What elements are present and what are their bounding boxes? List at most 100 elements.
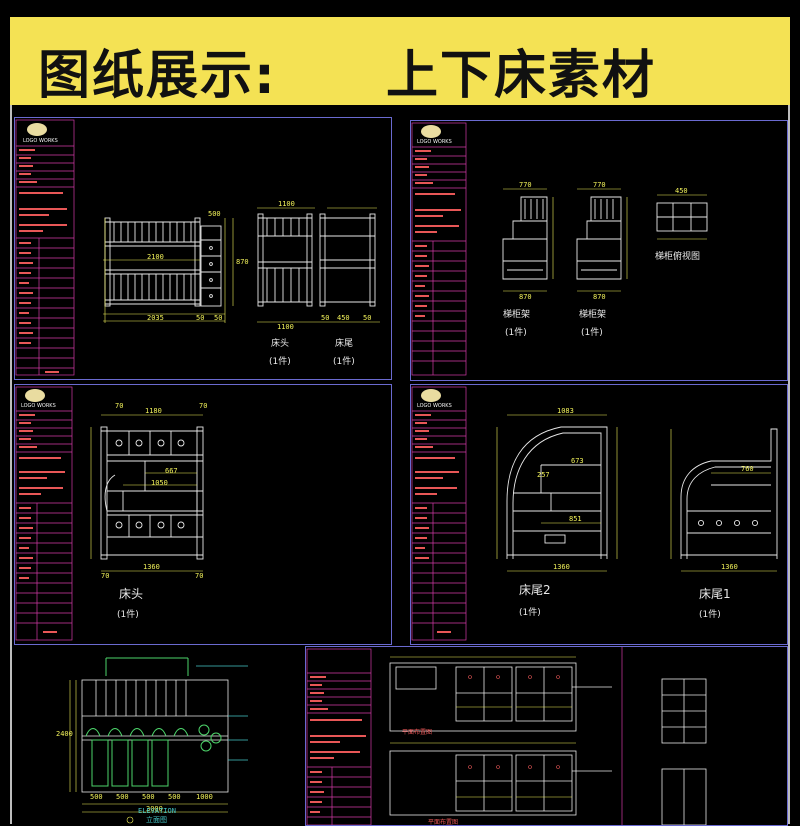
left-border-line [10, 105, 12, 824]
tail-view-qty: (1件) [333, 357, 355, 367]
panel1-drawing [15, 119, 380, 376]
bed-tail-1-elevation [680, 428, 778, 559]
dim-label: 257 [537, 471, 550, 479]
title-block [15, 386, 73, 641]
title-block-text [310, 676, 366, 813]
banner-left-text: 图纸展示: [38, 46, 277, 106]
elevation-label-cn: 立面图 [146, 816, 167, 824]
tail1-title: 床尾1 [699, 587, 731, 601]
dim-label: 70 [199, 402, 208, 410]
dimension-lines-6 [390, 656, 576, 798]
dim-label: 2035 [147, 314, 164, 322]
dim-label: 1360 [553, 563, 570, 571]
panel2-drawing [411, 122, 708, 376]
logo-icon [27, 123, 47, 136]
tail1-qty: (1件) [699, 610, 721, 620]
wall-elevation [81, 679, 229, 793]
view-qty: (1件) [505, 328, 527, 338]
logo-text: LOGO WORKS [21, 403, 56, 409]
dim-label: 50 [196, 314, 205, 322]
logo-text: LOGO WORKS [417, 139, 452, 145]
logo-text: LOGO WORKS [417, 403, 452, 409]
bed-tail-2-elevation [506, 426, 608, 559]
drawing-panel-bed-head: LOGO WORKS 70 1180 70 667 1050 1360 70 7… [14, 384, 392, 645]
dim-label: 2100 [147, 253, 164, 261]
logo-text: LOGO WORKS [23, 138, 58, 144]
dim-label: 1050 [151, 479, 168, 487]
title-block [15, 119, 75, 376]
dim-label: 1360 [143, 563, 160, 571]
drawing-panel-bed-tail: LOGO WORKS 1083 673 257 851 1360 760 136… [410, 384, 788, 645]
dim-label: 3000 [146, 805, 163, 813]
panel6-drawing [306, 647, 707, 825]
dim-label: 2400 [56, 730, 73, 738]
dim-label: 70 [115, 402, 124, 410]
bunk-head-view [257, 213, 313, 307]
right-border-line [788, 105, 790, 824]
drawing-panel-bunk-bed: LOGO WORKS 500 2100 2035 50 50 1100 870 … [14, 117, 392, 380]
tail2-qty: (1件) [519, 608, 541, 618]
title-block [411, 122, 467, 376]
dimension-lines-4 [496, 414, 777, 572]
bed-head-elevation [100, 426, 204, 560]
dim-label: 1180 [145, 407, 162, 415]
view-title: 床头 [119, 587, 144, 601]
cabinet-doors [85, 657, 222, 787]
dim-label: 450 [337, 314, 350, 322]
plan-drawing [389, 662, 707, 825]
dimension-lines-2 [503, 188, 707, 292]
dim-label: 70 [195, 572, 204, 580]
head-view-qty: (1件) [269, 357, 291, 367]
panel3-drawing [15, 386, 204, 641]
bunk-front-elevation [104, 217, 222, 307]
view-qty: (1件) [581, 328, 603, 338]
title-banner: 图纸展示: 上下床素材 [10, 17, 790, 106]
dim-label: 500 [142, 793, 155, 801]
tail-view-title: 床尾 [335, 339, 354, 349]
view-title: 梯柜架 [503, 310, 531, 320]
stair-cabinet-views [502, 196, 708, 280]
red-markers [468, 675, 560, 769]
dim-label: 70 [101, 572, 110, 580]
view-qty: (1件) [117, 610, 139, 620]
panel4-drawing [411, 386, 778, 641]
dim-label: 870 [593, 293, 606, 301]
logo-icon [25, 389, 45, 402]
title-block-text [415, 414, 459, 633]
logo-icon [421, 125, 441, 138]
tail2-title: 床尾2 [519, 583, 551, 597]
dim-label: 1083 [557, 407, 574, 415]
view-title: 梯柜架 [579, 310, 607, 320]
plan-title: 平面布置图 [428, 819, 459, 826]
dim-label: 50 [321, 314, 330, 322]
bunk-tail-view [319, 213, 376, 307]
title-block [306, 648, 372, 825]
title-block-text [415, 150, 461, 317]
dim-label: 1000 [196, 793, 213, 801]
top-view-title: 梯柜俯视图 [655, 252, 701, 262]
dim-label: 870 [519, 293, 532, 301]
dimension-lines-1 [103, 207, 380, 323]
head-view-title: 床头 [271, 339, 290, 349]
leader-lines [196, 665, 248, 761]
dim-label: 667 [165, 467, 178, 475]
logo-icon [421, 389, 441, 402]
title-block-text [19, 149, 67, 373]
dimension-lines-3 [90, 414, 203, 572]
drawing-panel-plan: 平面布置图 平面布置图 [305, 646, 788, 826]
dim-label: 500 [90, 793, 103, 801]
dim-label: 50 [363, 314, 372, 322]
dim-label: 500 [168, 793, 181, 801]
drawing-panel-elevation: 500 500 500 500 1000 3000 2400 ELEVATION… [56, 650, 300, 824]
dim-label: 1100 [277, 323, 294, 331]
plan-title: 平面布置图 [402, 729, 433, 736]
dim-label: 760 [741, 465, 754, 473]
dim-label: 851 [569, 515, 582, 523]
dim-label: 500 [208, 210, 221, 218]
dim-label: 1100 [278, 200, 295, 208]
panel5-drawing [69, 657, 248, 824]
dim-label: 770 [593, 181, 606, 189]
banner-right-text: 上下床素材 [386, 46, 657, 106]
dim-label: 450 [675, 187, 688, 195]
title-block-text [19, 414, 65, 633]
